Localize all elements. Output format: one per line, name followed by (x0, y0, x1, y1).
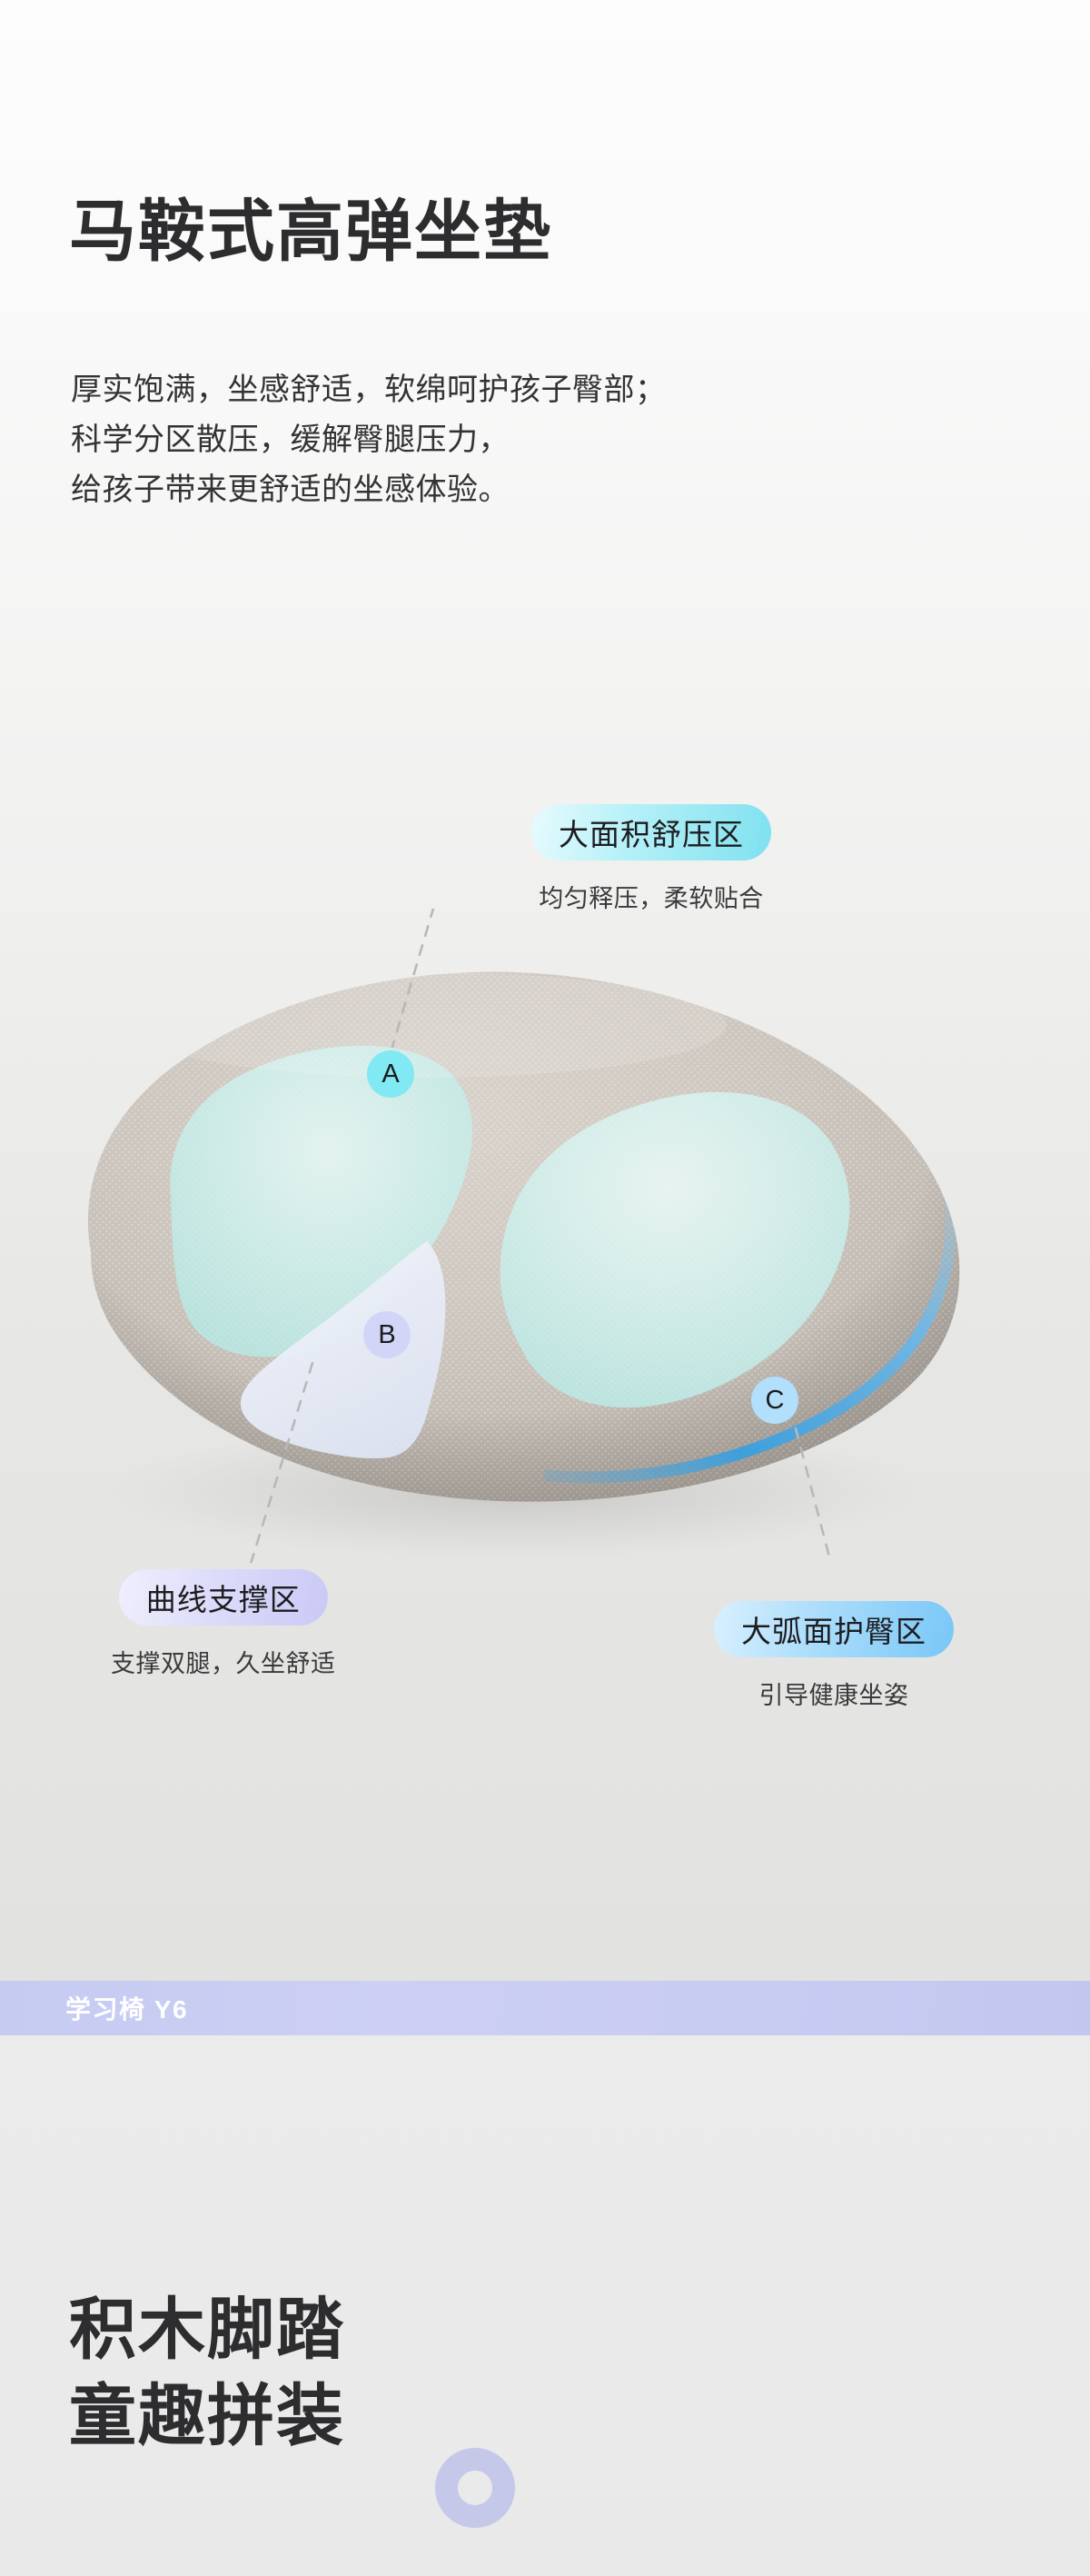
callout-a-subtitle: 均匀释压，柔软贴合 (539, 885, 764, 912)
callout-c-title: 大弧面护臀区 (714, 1601, 954, 1657)
leader-lines (249, 909, 833, 1563)
footrest-title: 积木脚踏 童趣拼装 (69, 2292, 345, 2453)
footrest-feature-section (0, 2035, 1090, 2576)
marker-b[interactable]: B (363, 1311, 411, 1358)
leader-line-c (794, 1427, 833, 1563)
cushion-feature-section: 马鞍式高弹坐垫 厚实饱满，坐感舒适，软绵呵护孩子臀部； 科学分区散压，缓解臀腿压… (0, 0, 1090, 1981)
marker-b-label: B (378, 1319, 396, 1349)
cushion-body (87, 971, 960, 1502)
callout-zone-c: 大弧面护臀区 引导健康坐姿 (714, 1601, 954, 1711)
brand-band: 学习椅 Y6 (0, 1981, 1090, 2035)
callout-zone-b: 曲线支撑区 支撑双腿，久坐舒适 (111, 1569, 336, 1679)
callout-b-subtitle: 支撑双腿，久坐舒适 (111, 1650, 336, 1677)
cushion-graphic (87, 909, 960, 1563)
page-title: 马鞍式高弹坐垫 (69, 194, 552, 269)
marker-c[interactable]: C (751, 1377, 798, 1424)
marker-c-label: C (765, 1385, 785, 1415)
brand-model-label: 学习椅 Y6 (65, 1995, 189, 2024)
callout-b-title: 曲线支撑区 (118, 1569, 328, 1626)
feature-description: 厚实饱满，坐感舒适，软绵呵护孩子臀部； 科学分区散压，缓解臀腿压力， 给孩子带来… (71, 373, 667, 508)
decorative-ring (435, 2448, 515, 2528)
leader-line-b (249, 1361, 314, 1563)
cushion-illustration (0, 909, 1090, 1563)
zone-c-rim-arc (542, 1180, 957, 1484)
marker-a[interactable]: A (367, 1050, 414, 1098)
callout-zone-a: 大面积舒压区 均匀释压，柔软贴合 (531, 804, 771, 914)
callout-c-subtitle: 引导健康坐姿 (758, 1682, 909, 1709)
marker-a-label: A (382, 1059, 400, 1089)
callout-a-title: 大面积舒压区 (531, 804, 771, 860)
